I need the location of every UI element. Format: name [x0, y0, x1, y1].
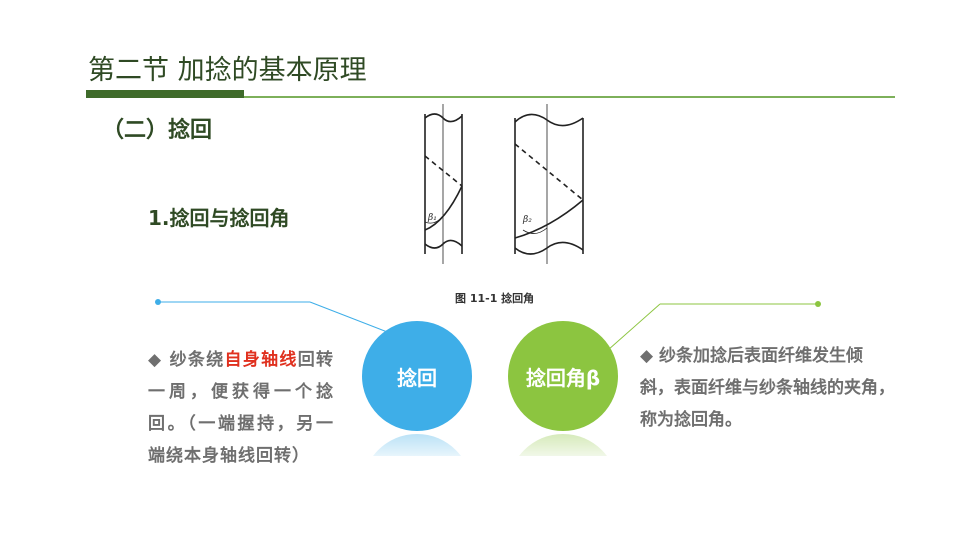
- right-connector-dot: [815, 301, 821, 307]
- title-underline-light: [244, 96, 895, 98]
- beta1-label: β₁: [427, 213, 437, 223]
- figure-caption: 图 11-1 捻回角: [455, 292, 535, 305]
- left-connector-dot: [155, 299, 161, 305]
- section-subtitle: （二）捻回: [102, 118, 213, 143]
- highlight-text: 自身轴线: [224, 350, 298, 370]
- twist-angle-definition-text: ◆ 纱条加捻后表面纤维发生倾斜，表面纤维与纱条轴线的夹角，称为捻回角。: [640, 346, 895, 430]
- twist-angle-bubble-label: 捻回角β: [525, 365, 601, 390]
- bullet-icon: ◆: [148, 350, 163, 370]
- title-underline-dark: [86, 90, 244, 98]
- bullet-icon: ◆: [640, 346, 654, 366]
- twist-angle-bubble-reflection: [508, 434, 618, 456]
- twist-definition-text: ◆ 纱条绕自身轴线回转一周，便获得一个捻回。（一端握持，另一端绕本身轴线回转）: [148, 350, 335, 466]
- twist-bubble-label: 捻回: [397, 365, 437, 390]
- beta2-label: β₂: [522, 215, 532, 225]
- twist-angle-bubble: 捻回角β: [508, 321, 618, 431]
- twist-angle-diagram: β₁ β₂: [424, 104, 584, 264]
- point-heading: 1.捻回与捻回角: [148, 206, 290, 230]
- twist-bubble: 捻回: [362, 321, 472, 431]
- twist-bubble-reflection: [362, 434, 472, 456]
- slide-title: 第二节 加捻的基本原理: [88, 55, 367, 86]
